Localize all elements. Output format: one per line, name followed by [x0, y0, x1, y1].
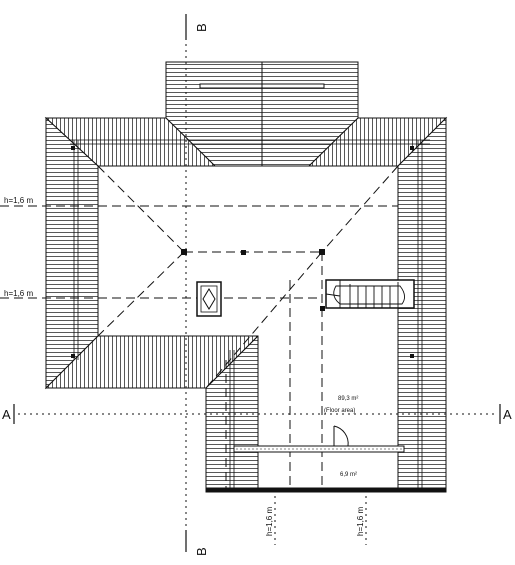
- ridge-node: [71, 354, 75, 358]
- section-mark-b-top: B: [194, 23, 209, 32]
- staircase: [325, 279, 415, 309]
- railing: [233, 445, 405, 453]
- floor-area-value: 89,3 m²: [338, 396, 358, 402]
- roof-eave-bottom: [205, 487, 447, 493]
- ridge-node: [181, 249, 187, 255]
- skylight: [196, 281, 222, 317]
- section-mark-b-bottom: B: [194, 547, 209, 556]
- ridge-node: [71, 146, 75, 150]
- section-mark-a-left: A: [2, 407, 11, 422]
- roof-slopes: [44, 61, 448, 493]
- hip-lines: [0, 165, 399, 488]
- height-label-bottom-left: h=1,6 m: [265, 507, 274, 536]
- section-lines: [18, 26, 496, 545]
- section-mark-a-right: A: [503, 407, 512, 422]
- ridge-node: [410, 146, 414, 150]
- height-label-bottom-right: h=1,6 m: [356, 507, 365, 536]
- floor-area-caption: (Floor area): [324, 408, 355, 414]
- small-area-value: 6,9 m²: [340, 472, 357, 478]
- ridge-node: [320, 306, 325, 311]
- ridge-node: [319, 249, 325, 255]
- door: [333, 425, 349, 447]
- ridge-node: [241, 250, 246, 255]
- height-label-lower: h=1,6 m: [4, 289, 33, 298]
- height-label-upper: h=1,6 m: [4, 196, 33, 205]
- ridge-node: [410, 354, 414, 358]
